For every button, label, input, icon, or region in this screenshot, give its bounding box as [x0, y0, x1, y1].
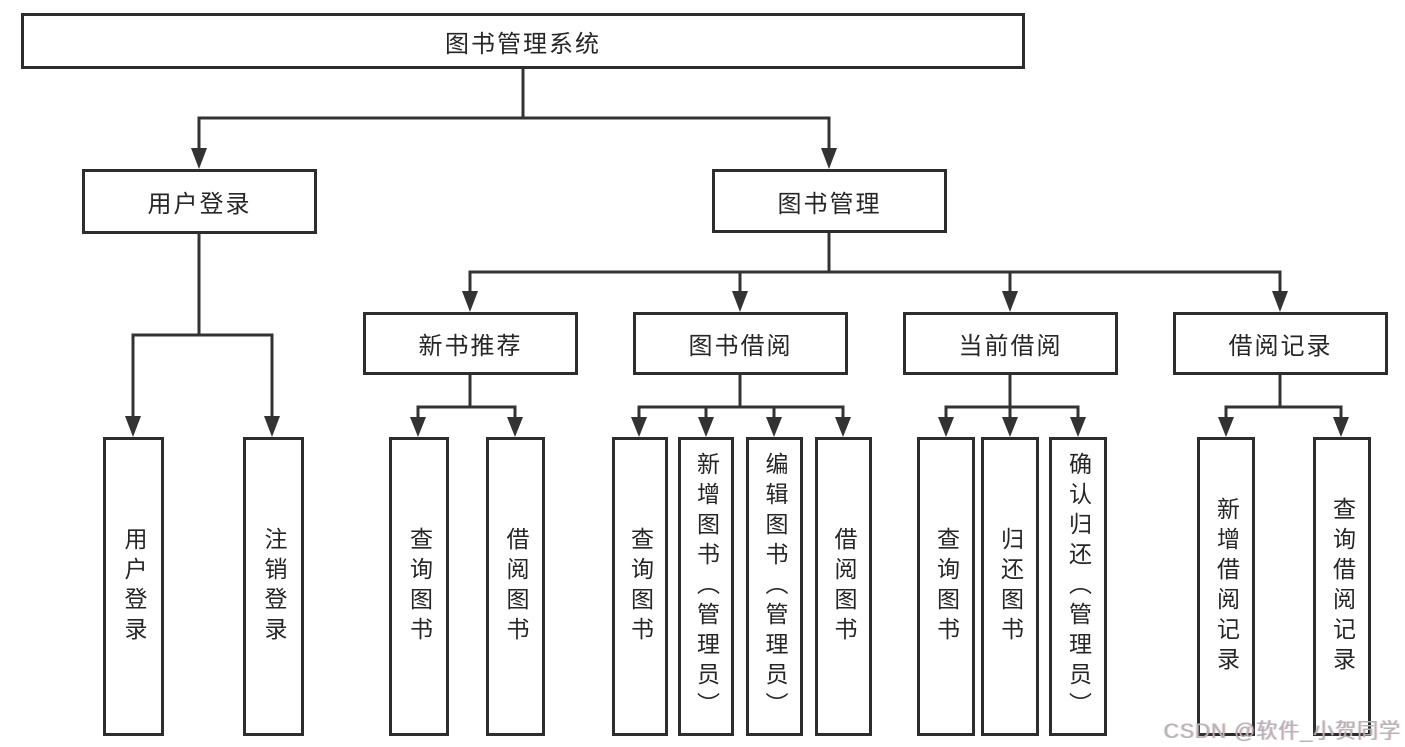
- leaf-return-books-label: 归还图书: [997, 526, 1024, 647]
- leaf-confirm-return-admin: 确认归还（管理员）: [1049, 437, 1107, 736]
- node-book-management: 图书管理: [712, 169, 947, 233]
- leaf-borrow-books-borrowing-label: 借阅图书: [831, 526, 857, 647]
- leaf-query-books-borrowing-label: 查询图书: [627, 526, 654, 647]
- leaf-confirm-return-admin-label: 确认归还（管理员）: [1065, 451, 1092, 722]
- node-book-borrowing: 图书借阅: [633, 312, 848, 375]
- leaf-query-borrow-record-label: 查询借阅记录: [1329, 496, 1356, 677]
- leaf-borrow-books-recommend: 借阅图书: [486, 437, 545, 736]
- leaf-add-borrow-record: 新增借阅记录: [1197, 437, 1255, 736]
- leaf-borrow-books-recommend-label: 借阅图书: [503, 526, 529, 647]
- leaf-borrow-books-borrowing: 借阅图书: [815, 437, 872, 736]
- leaf-user-login-label: 用户登录: [121, 526, 147, 647]
- node-new-book-recommend: 新书推荐: [363, 312, 578, 375]
- leaf-query-books-current-label: 查询图书: [933, 526, 960, 647]
- leaf-user-login: 用户登录: [103, 437, 164, 736]
- leaf-query-books-borrowing: 查询图书: [612, 437, 668, 736]
- leaf-logout: 注销登录: [243, 437, 304, 736]
- leaf-logout-label: 注销登录: [261, 526, 287, 647]
- node-current-borrowing: 当前借阅: [903, 312, 1118, 375]
- leaf-edit-book-admin-label: 编辑图书（管理员）: [762, 451, 788, 722]
- node-library-management-system: 图书管理系统: [21, 13, 1025, 69]
- leaf-query-books-current: 查询图书: [917, 437, 975, 736]
- leaf-query-books-recommend: 查询图书: [389, 437, 449, 736]
- leaf-query-books-recommend-label: 查询图书: [406, 526, 433, 647]
- leaf-return-books: 归还图书: [981, 437, 1039, 736]
- node-borrowing-records: 借阅记录: [1173, 312, 1388, 375]
- leaf-edit-book-admin: 编辑图书（管理员）: [746, 437, 803, 736]
- leaf-query-borrow-record: 查询借阅记录: [1313, 437, 1371, 736]
- leaf-add-book-admin: 新增图书（管理员）: [678, 437, 734, 736]
- csdn-watermark: CSDN @软件_小贺同学: [1163, 720, 1401, 743]
- leaf-add-borrow-record-label: 新增借阅记录: [1213, 496, 1240, 677]
- node-user-login: 用户登录: [82, 169, 317, 234]
- leaf-add-book-admin-label: 新增图书（管理员）: [693, 451, 720, 722]
